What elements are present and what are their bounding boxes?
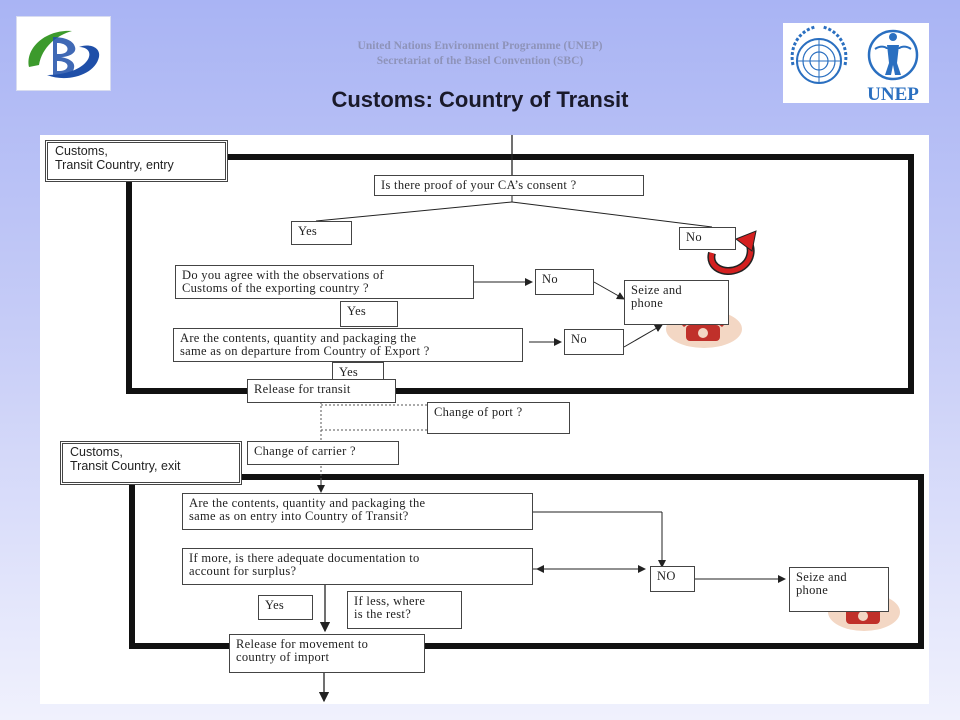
- no-box: No: [535, 269, 594, 295]
- documentation-question: If more, is there adequate documentation…: [182, 548, 533, 585]
- change-of-carrier-box: Change of carrier ?: [247, 441, 399, 465]
- red-u-turn-arrow-icon: [707, 230, 757, 275]
- seize-and-phone-box: Seize and phone: [624, 280, 729, 325]
- org-line-unep: United Nations Environment Programme (UN…: [357, 40, 603, 52]
- unep-emblem-icon: [867, 29, 919, 81]
- un-emblem-icon: [790, 25, 848, 84]
- change-of-port-box: Change of port ?: [427, 402, 570, 434]
- basel-convention-logo: [16, 16, 111, 91]
- yes-box: Yes: [340, 301, 398, 327]
- no-box: No: [564, 329, 624, 355]
- entry-section-label: Customs, Transit Country, entry: [45, 140, 228, 182]
- yes-box: Yes: [291, 221, 352, 245]
- flowchart: Customs, Transit Country, entry Customs,…: [40, 135, 929, 704]
- entry-frame: [126, 154, 914, 394]
- unep-wordmark: UNEP: [867, 84, 919, 103]
- observations-question: Do you agree with the observations of Cu…: [175, 265, 474, 299]
- no-box: NO: [650, 566, 695, 592]
- contents-departure-question: Are the contents, quantity and packaging…: [173, 328, 523, 362]
- consent-question: Is there proof of your CA’s consent ?: [374, 175, 644, 196]
- release-for-transit-box: Release for transit: [247, 379, 396, 403]
- if-less-question: If less, where is the rest?: [347, 591, 462, 629]
- seize-and-phone-box: Seize and phone: [789, 567, 889, 612]
- yes-box: Yes: [258, 595, 313, 620]
- exit-section-label: Customs, Transit Country, exit: [60, 441, 242, 485]
- page-title: Customs: Country of Transit: [331, 87, 629, 112]
- org-line-sbc: Secretariat of the Basel Convention (SBC…: [376, 55, 584, 67]
- release-for-movement-box: Release for movement to country of impor…: [229, 634, 425, 673]
- flowchart-connectors: [126, 135, 924, 703]
- exit-frame: [129, 474, 924, 649]
- un-unep-logos: UNEP: [783, 23, 929, 105]
- no-box: No: [679, 227, 736, 250]
- contents-entry-question: Are the contents, quantity and packaging…: [182, 493, 533, 530]
